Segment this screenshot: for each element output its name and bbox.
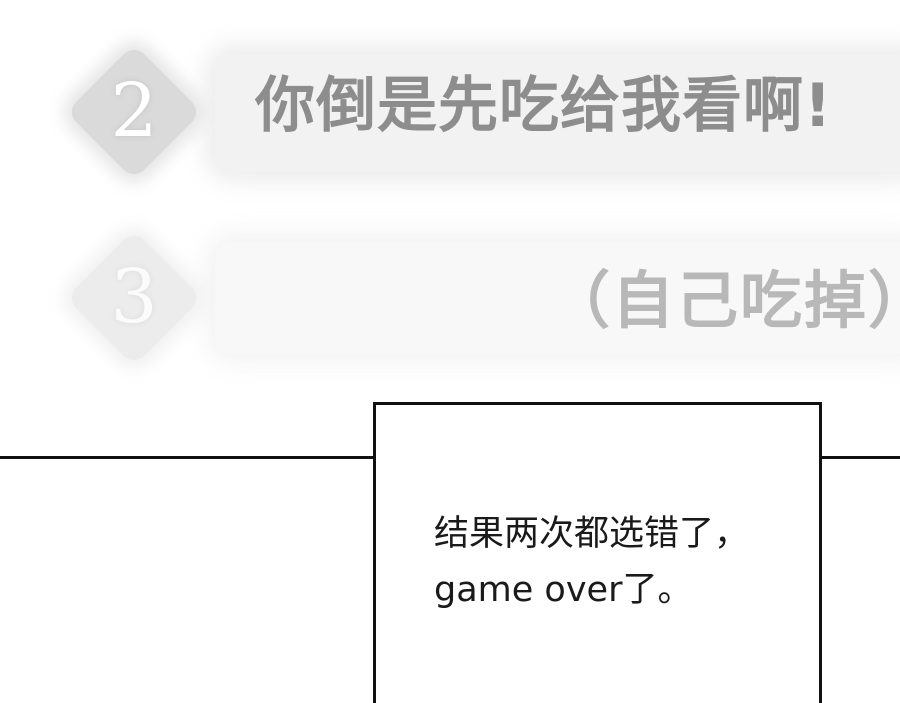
choice-text: （自己吃掉） [548,264,900,337]
narration-line: game over了。 [434,570,693,610]
panel-border-left [0,456,376,459]
panel-border-right [820,456,900,459]
narration-line: 结果两次都选错了， [434,514,750,554]
narration-box: 结果两次都选错了， game over了。 [373,402,822,703]
choice-text: 你倒是先吃给我看啊! [255,71,833,141]
choice-bar [215,242,900,354]
choice-option-3: 3 （自己吃掉） [0,228,900,370]
choice-number: 3 [110,254,158,340]
choice-option-2: 2 你倒是先吃给我看啊! [0,40,900,186]
choice-bar [215,54,900,172]
choice-number: 2 [110,68,158,154]
